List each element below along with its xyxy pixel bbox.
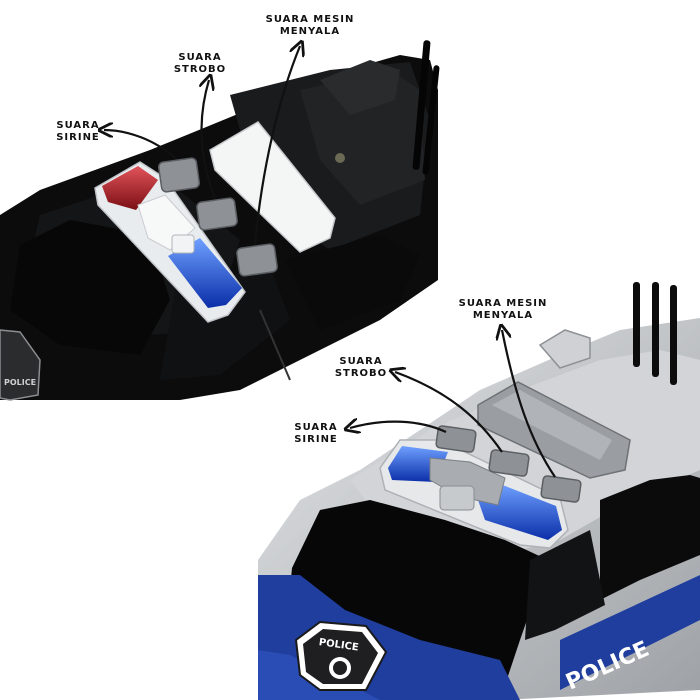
label-suara-strobo-bottom: SUARA STROBO bbox=[334, 356, 388, 379]
black-car-strobe-button bbox=[196, 197, 238, 231]
silver-car-photo: POLICE POLICE bbox=[258, 282, 700, 700]
silver-car-strobe-button bbox=[488, 449, 530, 477]
label-suara-sirine-top: SUARA SIRINE bbox=[56, 120, 100, 143]
black-car-photo: POLICE bbox=[0, 40, 440, 401]
label-suara-mesin-bottom: SUARA MESIN MENYALA bbox=[458, 298, 548, 321]
black-car-light-bar bbox=[94, 161, 246, 323]
arrow-sirine-bottom bbox=[350, 422, 447, 432]
silver-car-engine-button bbox=[540, 475, 582, 503]
label-suara-mesin-top: SUARA MESIN MENYALA bbox=[265, 14, 355, 37]
arrow-sirine-top bbox=[104, 130, 176, 159]
arrow-strobo-bottom bbox=[395, 372, 503, 453]
arrow-mesin-bottom bbox=[502, 330, 556, 478]
black-car-badge-text: POLICE bbox=[4, 378, 36, 387]
label-suara-strobo-top: SUARA STROBO bbox=[173, 52, 227, 75]
label-suara-sirine-bottom: SUARA SIRINE bbox=[294, 422, 338, 445]
black-car-siren-button bbox=[157, 157, 201, 193]
silver-car-siren-button bbox=[435, 425, 477, 453]
arrow-mesin-top bbox=[253, 46, 300, 245]
arrow-strobo-top bbox=[202, 80, 217, 199]
black-car-engine-button bbox=[236, 243, 278, 277]
silver-car-light-bar bbox=[379, 439, 569, 549]
